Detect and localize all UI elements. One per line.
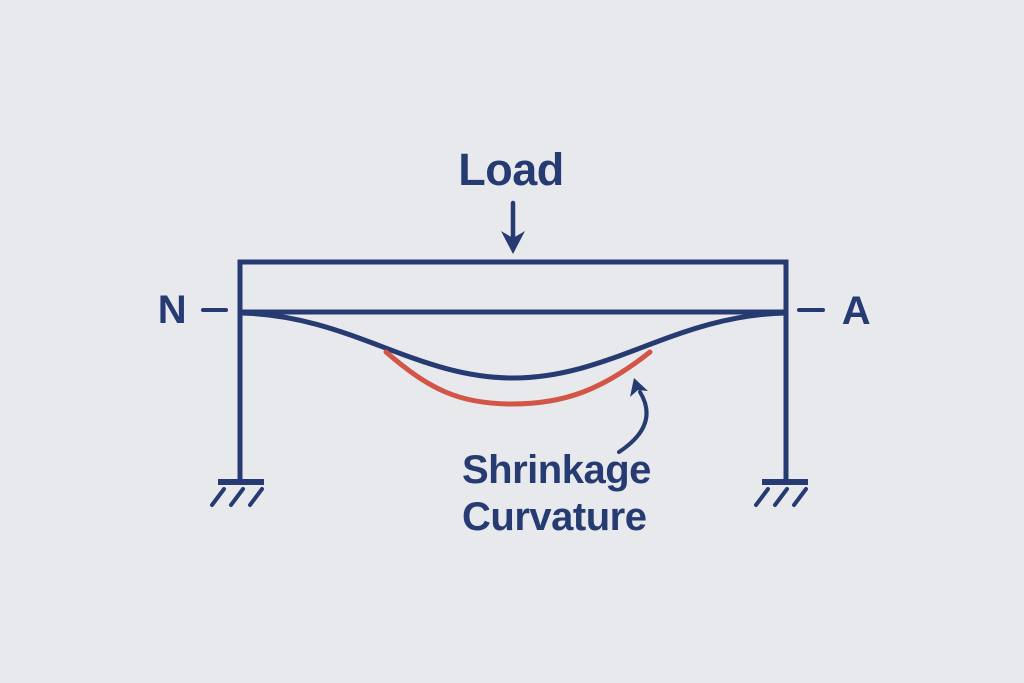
neutral-axis-label-a: A (842, 289, 870, 333)
beam-outline (237, 259, 789, 315)
arrow-heads (501, 231, 648, 397)
annotation-arrow (617, 390, 649, 454)
annotation-arrow-head (630, 378, 648, 397)
left-support-hatching (210, 487, 264, 507)
structure-strokes (201, 200, 825, 507)
right-support-hatching (754, 487, 808, 507)
deflection-curve (237, 310, 789, 381)
labels: Load N A Shrinkage Curvature (158, 144, 871, 539)
load-arrow-head (501, 231, 525, 254)
annotation-label-line1: Shrinkage (462, 448, 651, 492)
shrinkage-curve (383, 349, 653, 407)
annotation-label-line2: Curvature (462, 495, 646, 539)
load-label: Load (458, 144, 564, 195)
neutral-axis-label-n: N (158, 288, 186, 332)
